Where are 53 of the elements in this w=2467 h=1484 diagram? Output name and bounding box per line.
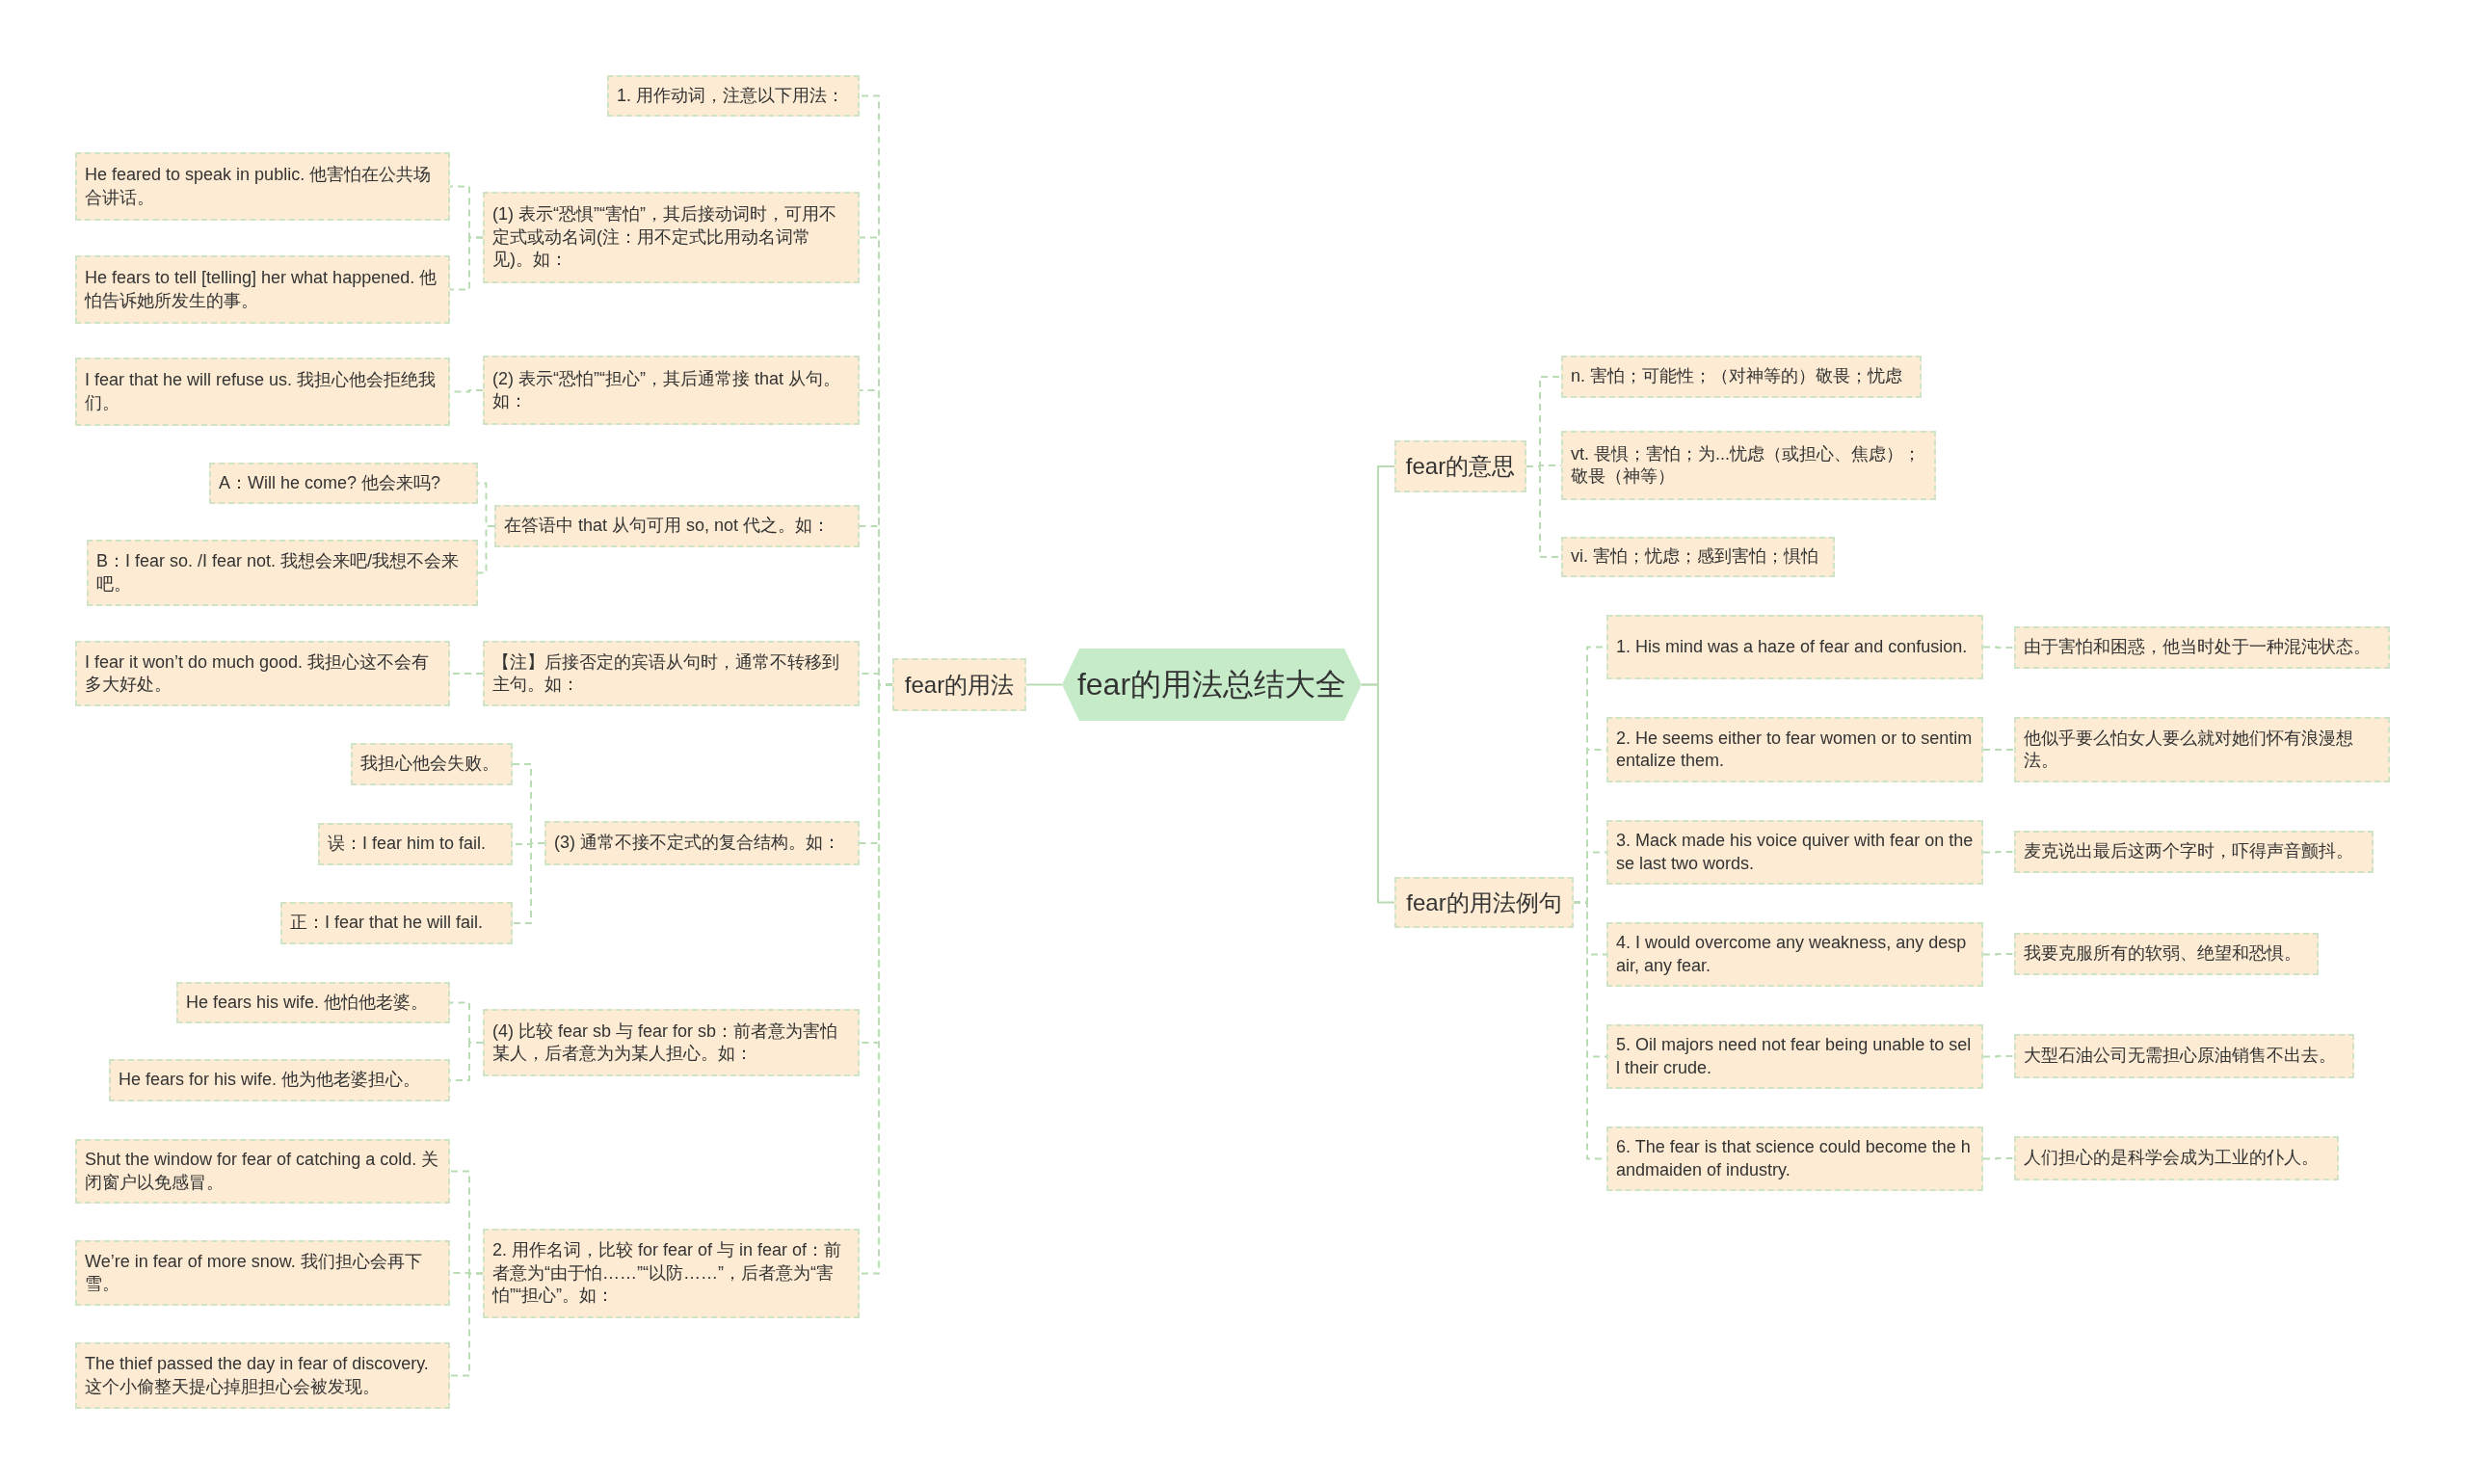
connector-line — [1982, 646, 2015, 649]
branch-topic-box: fear的用法 — [892, 658, 1026, 711]
topic-box: 4. I would overcome any weakness, any despair, any fear. — [1606, 922, 1983, 987]
connector-line — [1361, 683, 1395, 904]
topic-box: 由于害怕和困惑，他当时处于一种混沌状态。 — [2014, 626, 2390, 669]
topic-box: He fears to tell [telling] her what happened. 他怕告诉她所发生的事。 — [75, 255, 450, 324]
topic-box: 5. Oil majors need not fear being unable to sell their crude. — [1606, 1024, 1983, 1089]
topic-box: vt. 畏惧；害怕；为...忧虑（或担心、焦虑）；敬畏（神等） — [1561, 431, 1936, 500]
topic-box: We’re in fear of more snow. 我们担心会再下雪。 — [75, 1240, 450, 1306]
central-topic-hexagon: fear的用法总结大全 — [1062, 649, 1362, 721]
topic-box: 误：I fear him to fail. — [318, 823, 513, 865]
connector-line — [1982, 1055, 2015, 1058]
topic-box: The thief passed the day in fear of discovery. 这个小偷整天提心掉胆担心会被发现。 — [75, 1342, 450, 1409]
topic-box: 1. 用作动词，注意以下用法： — [607, 75, 860, 117]
topic-box: 6. The fear is that science could become the handmaiden of industry. — [1606, 1126, 1983, 1191]
connector-line — [1982, 851, 2015, 854]
topic-box: vi. 害怕；忧虑；感到害怕；惧怕 — [1561, 537, 1835, 577]
topic-box: I fear it won’t do much good. 我担心这不会有多大好处。 — [75, 641, 450, 706]
topic-box: He fears for his wife. 他为他老婆担心。 — [109, 1059, 450, 1101]
topic-box: 麦克说出最后这两个字时，吓得声音颤抖。 — [2014, 831, 2374, 873]
topic-box: 我担心他会失败。 — [351, 743, 513, 785]
topic-box: (2) 表示“恐怕”“担心”，其后通常接 that 从句。如： — [483, 356, 860, 425]
topic-box: 在答语中 that 从句可用 so, not 代之。如： — [494, 505, 860, 547]
connector-line — [477, 525, 495, 574]
connector-line — [1982, 953, 2015, 956]
topic-box: n. 害怕；可能性；（对神等的）敬畏；忧虑 — [1561, 356, 1922, 398]
topic-box: I fear that he will refuse us. 我担心他会拒绝我们。 — [75, 358, 450, 426]
topic-box: (4) 比较 fear sb 与 fear for sb：前者意为害怕某人，后者意为为某人担心。如： — [483, 1009, 860, 1076]
connector-line — [1982, 749, 2015, 751]
topic-box: (3) 通常不接不定式的复合结构。如： — [544, 821, 860, 865]
connector-line — [1025, 683, 1063, 686]
topic-box: 我要克服所有的软弱、绝望和恐惧。 — [2014, 933, 2319, 975]
topic-box: 3. Mack made his voice quiver with fear on these last two words. — [1606, 820, 1983, 885]
topic-box: A：Will he come? 他会来吗? — [209, 463, 478, 504]
topic-box: He feared to speak in public. 他害怕在公共场合讲话。 — [75, 152, 450, 221]
topic-box: 1. His mind was a haze of fear and confusion. — [1606, 615, 1983, 679]
branch-topic-box: fear的用法例句 — [1394, 877, 1574, 928]
connector-line — [449, 1272, 484, 1377]
topic-box: Shut the window for fear of catching a cold. 关闭窗户以免感冒。 — [75, 1139, 450, 1204]
topic-box: B：I fear so. /I fear not. 我想会来吧/我想不会来吧。 — [87, 540, 478, 606]
topic-box: 正：I fear that he will fail. — [280, 902, 513, 944]
topic-box: 他似乎要么怕女人要么就对她们怀有浪漫想法。 — [2014, 717, 2390, 782]
topic-box: 2. He seems either to fear women or to sentimentalize them. — [1606, 717, 1983, 782]
connector-line — [1982, 1157, 2015, 1160]
topic-box: 2. 用作名词，比较 for fear of 与 in fear of：前者意为“由于怕……”“以防……”，后者意为“害怕”“担心”。如： — [483, 1229, 860, 1318]
branch-topic-box: fear的意思 — [1394, 440, 1526, 492]
topic-box: He fears his wife. 他怕他老婆。 — [176, 982, 450, 1023]
connector-line — [512, 842, 545, 924]
topic-box: 人们担心的是科学会成为工业的仆人。 — [2014, 1136, 2339, 1180]
connector-line — [449, 236, 484, 291]
topic-box: 大型石油公司无需担心原油销售不出去。 — [2014, 1034, 2354, 1078]
topic-box: 【注】后接否定的宾语从句时，通常不转移到主句。如： — [483, 641, 860, 706]
topic-box: (1) 表示“恐惧”“害怕”，其后接动词时，可用不定式或动名词(注：用不定式比用动名词常见)。如： — [483, 192, 860, 283]
